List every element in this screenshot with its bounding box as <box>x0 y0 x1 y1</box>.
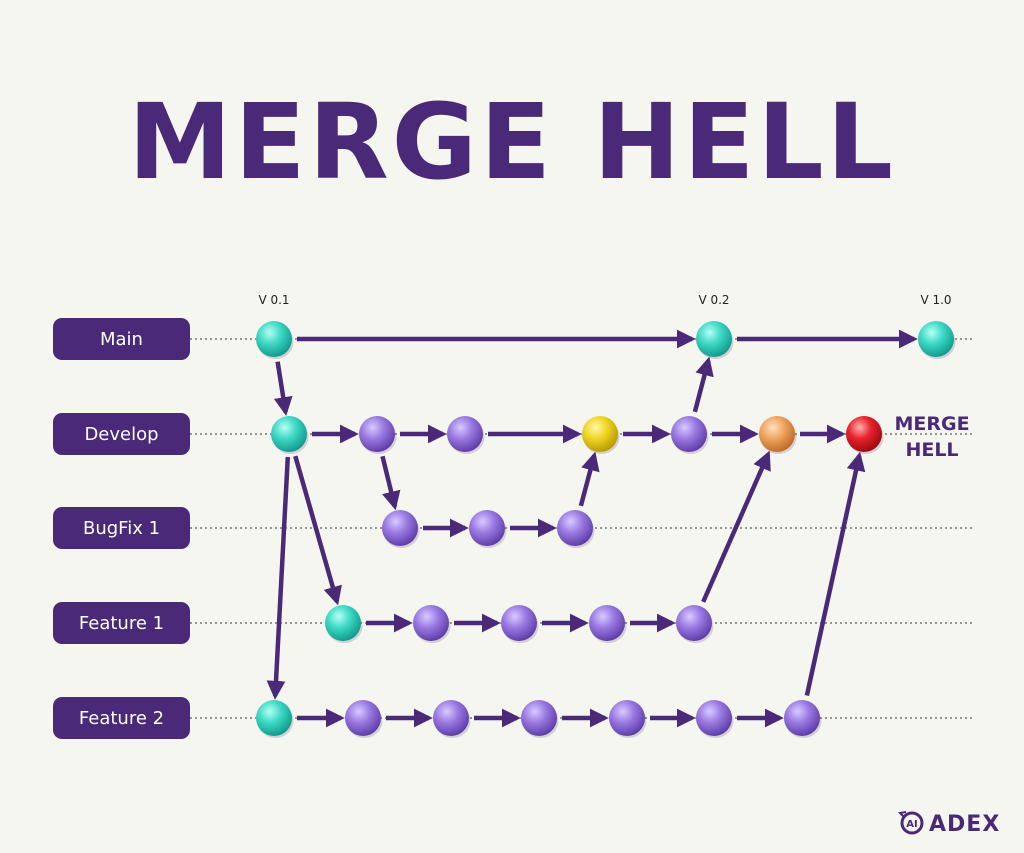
edge-d1-f1 <box>293 455 342 606</box>
lane-label-bg <box>53 413 190 455</box>
commit-node-purple <box>557 510 593 546</box>
commit-d4 <box>582 416 620 454</box>
commit-d6 <box>759 416 797 454</box>
commit-node-purple <box>345 700 381 736</box>
brand-name: ADEX <box>929 812 1000 837</box>
lane-label-bg <box>53 507 190 549</box>
commit-b3 <box>557 510 595 548</box>
commit-f3 <box>501 605 539 643</box>
edge-f5-d6 <box>701 450 771 603</box>
commit-f1 <box>325 605 363 643</box>
commit-m1 <box>256 321 294 359</box>
commit-node-purple <box>447 416 483 452</box>
commit-nodes <box>256 321 956 738</box>
commit-node-teal <box>696 321 732 357</box>
commit-node-purple <box>501 605 537 641</box>
lane-label-bg <box>53 602 190 644</box>
brand-logo-icon: AI <box>897 811 924 835</box>
commit-d5 <box>671 416 709 454</box>
lane-label-feature1: Feature 1 <box>79 613 164 634</box>
commit-node-purple <box>784 700 820 736</box>
version-label-m1: V 0.1 <box>258 293 289 307</box>
lane-main: Main <box>53 318 190 360</box>
lane-develop: Develop <box>53 413 190 455</box>
lane-label-feature2: Feature 2 <box>79 708 164 729</box>
commit-g2 <box>345 700 383 738</box>
lane-label-bugfix1: BugFix 1 <box>83 518 160 539</box>
commit-g1 <box>256 700 294 738</box>
commit-node-purple <box>696 700 732 736</box>
commit-g6 <box>696 700 734 738</box>
commit-node-orange <box>759 416 795 452</box>
edge-d2-b1 <box>380 455 401 511</box>
commit-node-purple <box>671 416 707 452</box>
version-labels: V 0.1 V 0.2 V 1.0 <box>258 293 951 307</box>
commit-node-yellow <box>582 416 618 452</box>
commit-node-purple <box>609 700 645 736</box>
version-label-m2: V 0.2 <box>698 293 729 307</box>
commit-node-purple <box>382 510 418 546</box>
commit-g5 <box>609 700 647 738</box>
brand-logo: AI ADEX <box>897 811 1000 837</box>
lane-label-develop: Develop <box>84 424 158 445</box>
commit-node-purple <box>589 605 625 641</box>
commit-b2 <box>469 510 507 548</box>
commit-node-teal <box>271 416 307 452</box>
commit-node-teal <box>256 700 292 736</box>
edge-b3-d4 <box>578 451 600 507</box>
commit-g3 <box>433 700 471 738</box>
merge-hell-label-line-1: MERGE <box>894 413 969 435</box>
commit-g7 <box>784 700 822 738</box>
commit-node-purple <box>433 700 469 736</box>
brand-logo-mark: AI <box>906 819 917 830</box>
commit-node-purple <box>676 605 712 641</box>
lane-label-bg <box>53 697 190 739</box>
commit-b1 <box>382 510 420 548</box>
commit-f4 <box>589 605 627 643</box>
commit-edges <box>266 329 918 728</box>
commit-f2 <box>413 605 451 643</box>
lane-bugfix1: BugFix 1 <box>53 507 190 549</box>
edge-d1-g1 <box>266 456 291 700</box>
commit-node-purple <box>469 510 505 546</box>
commit-d1 <box>271 416 309 454</box>
edge-g7-d7 <box>804 451 866 696</box>
commit-d3 <box>447 416 485 454</box>
commit-g4 <box>521 700 559 738</box>
commit-node-teal <box>325 605 361 641</box>
lane-label-bg <box>53 318 190 360</box>
commit-m3 <box>918 321 956 359</box>
lane-label-main: Main <box>100 329 143 350</box>
commit-node-red <box>846 416 882 452</box>
commit-m2 <box>696 321 734 359</box>
commit-node-teal <box>918 321 954 357</box>
commit-d2 <box>359 416 397 454</box>
version-label-m3: V 1.0 <box>920 293 951 307</box>
merge-hell-label: MERGE HELL <box>894 413 969 461</box>
lane-feature2: Feature 2 <box>53 697 190 739</box>
commit-node-teal <box>256 321 292 357</box>
commit-node-purple <box>413 605 449 641</box>
commit-node-purple <box>359 416 395 452</box>
page-title: MERGE HELL <box>128 81 896 203</box>
edge-m1-d1 <box>273 361 293 417</box>
merge-hell-label-line-2: HELL <box>905 439 958 461</box>
edge-d5-m2 <box>692 356 714 413</box>
lane-feature1: Feature 1 <box>53 602 190 644</box>
commit-node-purple <box>521 700 557 736</box>
commit-f5 <box>676 605 714 643</box>
commit-d7 <box>846 416 884 454</box>
